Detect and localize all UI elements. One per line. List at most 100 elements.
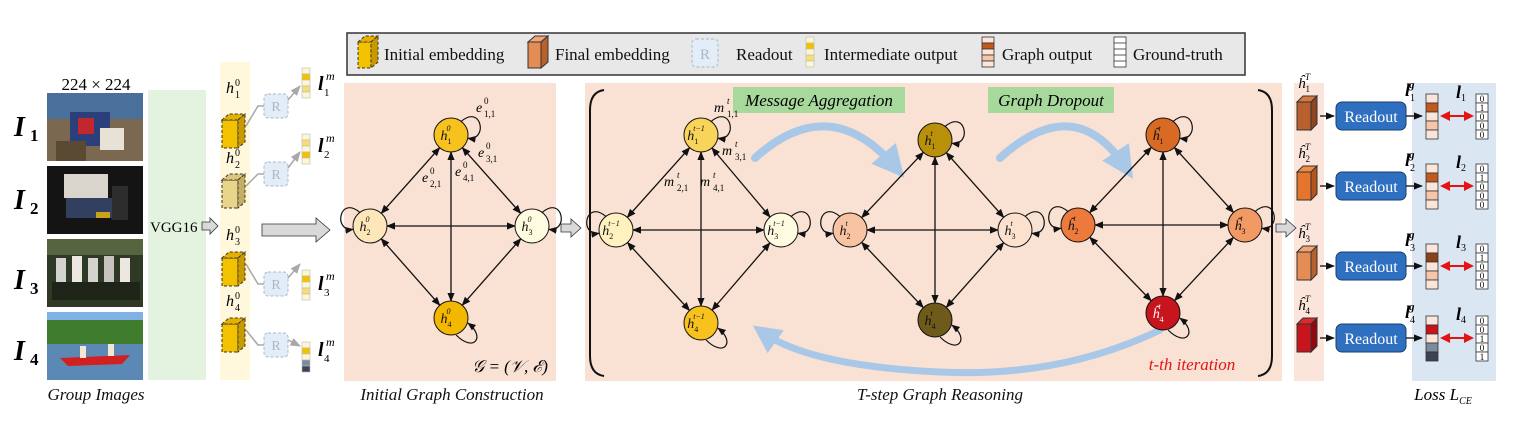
svg-text:l: l [318,73,324,95]
svg-text:1: 1 [324,87,330,99]
aggregated-graph-node-2 [832,212,868,248]
step-graph-node-4 [683,305,719,341]
initial-graph-self-loop-2 [340,207,361,234]
svg-text:e: e [455,165,461,180]
svg-text:0: 0 [463,160,468,170]
svg-text:2: 2 [324,149,330,161]
graph-output-label-4: l4g [1405,301,1415,326]
svg-text:R: R [271,100,281,115]
svg-text:0: 0 [1480,182,1485,192]
ground-truth-label-2: l2 [1456,152,1466,174]
initial-graph-edge-1-2 [380,147,441,214]
svg-text:0: 0 [235,78,240,89]
initial-graph-node-label-2: h20 [360,215,371,237]
svg-text:0: 0 [1480,112,1485,122]
image-1-thumbnail [47,93,143,161]
dropout-graph-edge-1-2 [1089,146,1152,214]
final-embedding-cube-4 [1295,316,1319,354]
readout-label-3: Readout [1344,259,1398,276]
svg-text:0: 0 [1480,121,1485,131]
graph-output-vector-4 [1425,315,1439,362]
intermediate-output-legend-icon [805,36,815,68]
svg-text:4,1: 4,1 [463,173,474,183]
svg-text:m: m [326,269,335,283]
svg-text:0: 0 [1480,191,1485,201]
ground-truth-label-3: l3 [1456,232,1466,254]
message-aggregation-label: Message Aggregation [744,91,893,110]
svg-text:t: t [677,170,680,180]
to-graph-arrow-icon [261,217,331,243]
svg-text:1: 1 [1480,253,1485,263]
image-3-thumbnail [47,239,143,307]
svg-text:1: 1 [1480,352,1485,362]
iteration-label: t-th iteration [1149,355,1235,374]
step-graph-edge-2-4 [626,241,691,312]
svg-text:t: t [727,96,730,106]
image-label-3: I 3 [13,265,39,298]
dropout-graph-node-4 [1145,295,1181,331]
svg-text:0: 0 [1480,343,1485,353]
initial-embedding-label-1: h 1 0 [226,78,240,101]
aggregated-graph-edge-3-4 [945,242,1005,308]
legend-ground-truth: Ground-truth [1133,45,1223,64]
aggregated-graph-self-loop-3 [1024,211,1045,238]
svg-text:I: I [13,265,26,296]
image-label-1: I 1 [13,112,39,145]
aggregated-graph-node-1 [917,122,953,158]
readout-label-2: Readout [1344,179,1398,196]
svg-text:I: I [13,185,26,216]
aggregated-graph-node-4 [917,302,953,338]
svg-text:3: 3 [30,279,39,298]
reasoning-left-bracket [589,89,605,377]
dropout-graph-self-loop-2 [1048,206,1069,233]
svg-text:0: 0 [430,166,435,176]
svg-text:3,1: 3,1 [735,152,746,162]
svg-text:2: 2 [235,160,240,171]
svg-text:0: 0 [1480,200,1485,210]
intermediate-output-label-3: l 3 m [318,269,335,299]
step-graph-self-loop-4 [705,327,728,349]
svg-text:0: 0 [1480,164,1485,174]
loss-caption: Loss LCE [1413,385,1472,407]
svg-text:l: l [318,339,324,361]
initial-graph-edge-2-4 [380,238,441,306]
svg-text:R: R [271,168,281,183]
backbone-arrow-icon [201,217,219,235]
readout-legend-letter: R [700,47,710,63]
svg-text:1,1: 1,1 [484,109,495,119]
legend: Initial embedding Final embedding R Read… [346,32,1246,76]
dropout-graph-node-label-3: ĥ3t [1235,214,1246,236]
aggregated-graph-node-label-4: h4t [925,309,936,331]
initial-graph-self-loop-4 [455,322,478,344]
aggregated-graph-node-label-2: h2t [840,219,851,241]
dropout-graph-node-label-4: ĥ4t [1153,302,1164,324]
svg-text:4: 4 [30,350,39,369]
initial-graph-self-loop-1 [460,116,481,143]
svg-text:e: e [476,101,482,116]
svg-text:l: l [318,273,324,295]
initial-graph-caption: Initial Graph Construction [359,385,543,404]
graph-dropout-label: Graph Dropout [998,91,1105,110]
svg-text:0: 0 [1480,325,1485,335]
readout-legend-icon [691,38,719,68]
aggregated-graph-self-loop-2 [820,211,841,238]
graph-output-vector-3 [1425,243,1439,290]
svg-text:0: 0 [235,291,240,302]
step-graph-self-loop-3 [790,211,811,238]
dropout-graph-node-label-2: ĥ2t [1068,214,1079,236]
intermediate-output-label-1: l 1 m [318,69,335,99]
aggregated-graph-edge-1-2 [861,151,924,219]
svg-text:2: 2 [30,199,39,218]
initial-embedding-label-2: h 2 0 [226,148,240,171]
svg-text:1: 1 [1480,334,1485,344]
readout-label-1: Readout [1344,109,1398,126]
svg-text:4: 4 [324,353,330,365]
svg-text:3: 3 [324,287,330,299]
svg-text:1: 1 [235,90,240,101]
svg-text:h: h [226,80,234,97]
